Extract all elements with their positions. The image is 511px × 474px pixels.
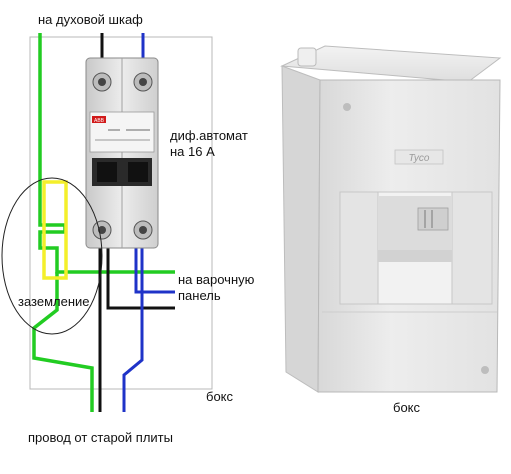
label-box-right: бокс: [393, 400, 421, 415]
ground-wire-down: [32, 272, 94, 412]
phase-wire-hob: [106, 244, 175, 310]
plastic-box-illustration: Tyco: [280, 45, 502, 393]
label-breaker-rating: на 16 А: [170, 144, 215, 159]
enclosure-outline: [29, 36, 213, 390]
label-old-stove-cable: провод от старой плиты: [28, 430, 173, 445]
ground-wire: [38, 33, 175, 274]
label-hob-panel: панель: [178, 288, 221, 303]
rcbo-breaker: ABB: [85, 57, 159, 249]
neutral-wire-bottom: [122, 244, 144, 412]
label-to-oven: на духовой шкаф: [38, 12, 143, 27]
ground-bus-highlight: [42, 180, 68, 280]
svg-text:ABB: ABB: [94, 118, 105, 124]
svg-text:Tyco: Tyco: [409, 153, 430, 164]
ground-callout-ellipse: [1, 177, 103, 335]
label-to-hob: на варочную: [178, 272, 255, 287]
label-breaker-type: диф.автомат: [170, 128, 248, 143]
label-ground: заземление: [18, 294, 90, 309]
neutral-wire-hob: [134, 244, 175, 294]
label-box-left: бокс: [206, 389, 234, 404]
